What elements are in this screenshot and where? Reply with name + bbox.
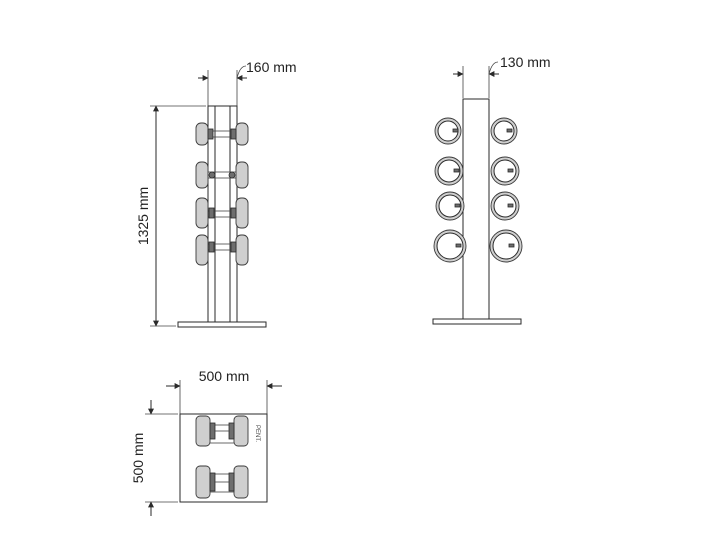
brand-mark: PENT. (254, 425, 260, 442)
side-base-plate (177, 321, 267, 328)
top-depth-dimension: 500 mm (130, 400, 178, 516)
top-width-label: 500 mm (199, 368, 250, 384)
front-dumbbell-plates (433, 117, 523, 263)
top-base-plate (179, 413, 268, 503)
side-width-dimension: 160 mm (198, 59, 297, 106)
side-width-label: 160 mm (246, 59, 297, 75)
top-dumbbells (195, 415, 249, 499)
top-depth-label: 500 mm (130, 433, 146, 484)
front-width-label: 130 mm (500, 54, 551, 70)
top-view: 500 mm 500 mm PENT. (130, 368, 282, 516)
height-dimension: 1325 mm (135, 105, 206, 327)
top-width-dimension: 500 mm (166, 368, 282, 414)
side-dumbbells (195, 122, 249, 266)
front-base-plate (432, 318, 522, 325)
front-post (462, 98, 490, 322)
front-width-dimension: 130 mm (453, 54, 551, 98)
side-view: 160 mm 1325 mm (135, 59, 297, 328)
front-view: 130 mm (432, 54, 551, 325)
height-label: 1325 mm (135, 187, 151, 245)
